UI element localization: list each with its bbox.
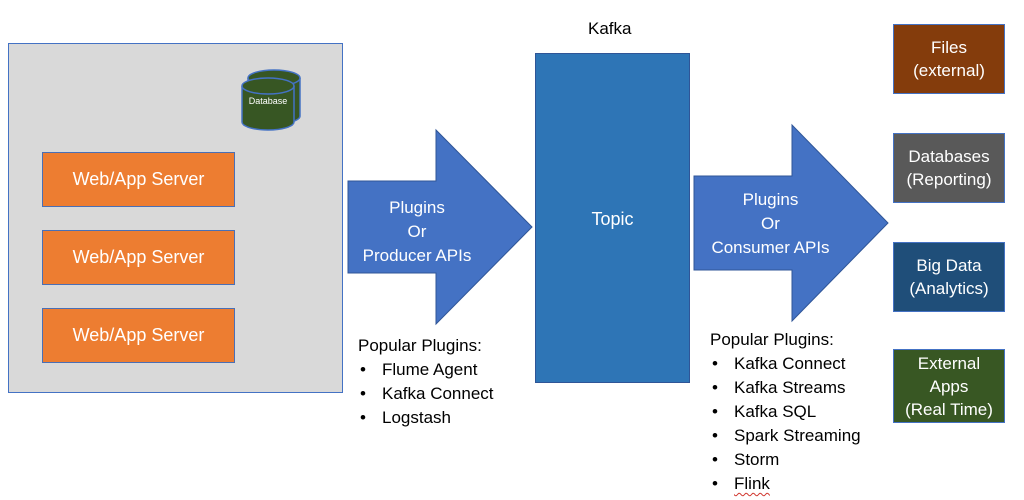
producer-arrow-label: Plugins Or Producer APIs	[352, 196, 482, 268]
web-app-server-1: Web/App Server	[42, 152, 235, 207]
consumer-plugin-item: Storm	[710, 448, 861, 472]
consumer-arrow	[693, 123, 889, 323]
destination-files: Files (external)	[893, 24, 1005, 94]
producer-arrow-line1: Plugins	[389, 198, 445, 217]
destination-external-apps-line3: (Real Time)	[905, 399, 993, 419]
destination-files-line2: (external)	[913, 61, 985, 80]
consumer-plugin-item: Kafka Connect	[710, 352, 861, 376]
database-label: Database	[248, 96, 288, 106]
kafka-title: Kafka	[588, 19, 632, 38]
destination-files-line1: Files	[931, 38, 967, 57]
consumer-plugin-item: Kafka Streams	[710, 376, 861, 400]
producer-arrow	[347, 128, 533, 326]
topic-label: Topic	[591, 209, 634, 229]
destination-big-data: Big Data (Analytics)	[893, 242, 1005, 312]
producer-plugin-item: Flume Agent	[358, 358, 494, 382]
destination-external-apps-line1: External	[917, 353, 981, 373]
topic-box: Topic	[535, 53, 690, 383]
consumer-plugins-title: Popular Plugins:	[710, 330, 834, 349]
destination-databases: Databases (Reporting)	[893, 133, 1005, 203]
consumer-plugins: Popular Plugins: Kafka Connect Kafka Str…	[710, 328, 861, 496]
producer-arrow-line3: Producer APIs	[362, 246, 472, 265]
producer-plugins-title: Popular Plugins:	[358, 336, 482, 355]
database-icon	[241, 69, 301, 131]
consumer-arrow-label: Plugins Or Consumer APIs	[703, 188, 838, 260]
consumer-plugin-item-text: Flink	[734, 474, 770, 493]
destination-external-apps: External Apps (Real Time)	[893, 349, 1005, 423]
destination-big-data-line2: (Analytics)	[909, 279, 989, 298]
destination-big-data-line1: Big Data	[916, 256, 982, 275]
producer-arrow-line2: Or	[407, 222, 427, 241]
consumer-plugin-item: Kafka SQL	[710, 400, 861, 424]
destination-databases-line1: Databases	[908, 147, 990, 166]
producer-plugin-item: Logstash	[358, 406, 494, 430]
consumer-plugin-item: Flink	[710, 472, 861, 496]
destination-databases-line2: (Reporting)	[906, 170, 992, 189]
destination-external-apps-line2: Apps	[929, 376, 969, 396]
producer-plugins: Popular Plugins: Flume Agent Kafka Conne…	[358, 334, 494, 430]
consumer-arrow-line2: Or	[761, 214, 780, 233]
web-app-server-3: Web/App Server	[42, 308, 235, 363]
web-app-server-2: Web/App Server	[42, 230, 235, 285]
consumer-arrow-line3: Consumer APIs	[711, 238, 830, 257]
producer-plugin-item: Kafka Connect	[358, 382, 494, 406]
consumer-arrow-line1: Plugins	[742, 190, 799, 209]
consumer-plugin-item: Spark Streaming	[710, 424, 861, 448]
